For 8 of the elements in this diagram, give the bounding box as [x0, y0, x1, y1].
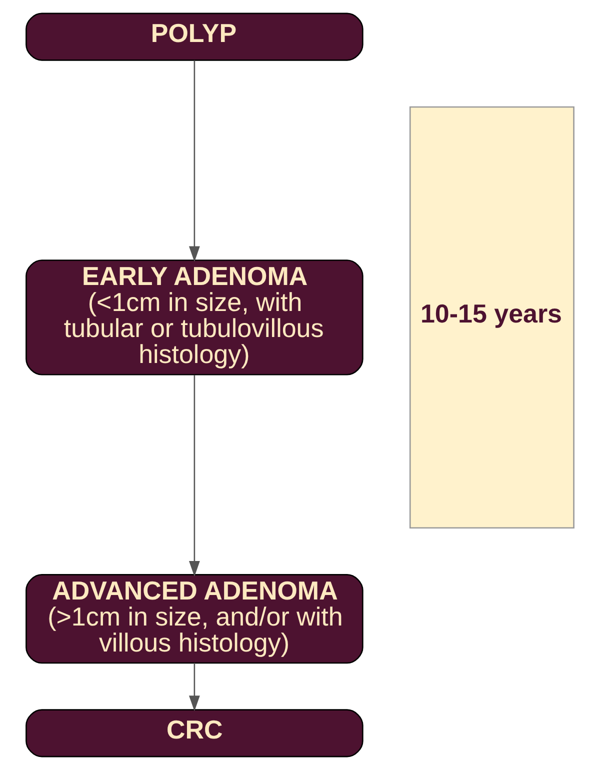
node-box: EARLY ADENOMA (<1cm in size, with tubular or tubulovillous histology) — [25, 260, 363, 376]
arrow — [188, 663, 200, 712]
node-box: 10-15 years — [408, 106, 574, 529]
arrow — [188, 374, 200, 577]
node-box: CRC — [25, 709, 363, 758]
node-box: POLYP — [25, 12, 363, 61]
node-box: ADVANCED ADENOMA (>1cm in size, and/or with villous histology) — [25, 574, 363, 664]
arrow — [188, 60, 200, 262]
